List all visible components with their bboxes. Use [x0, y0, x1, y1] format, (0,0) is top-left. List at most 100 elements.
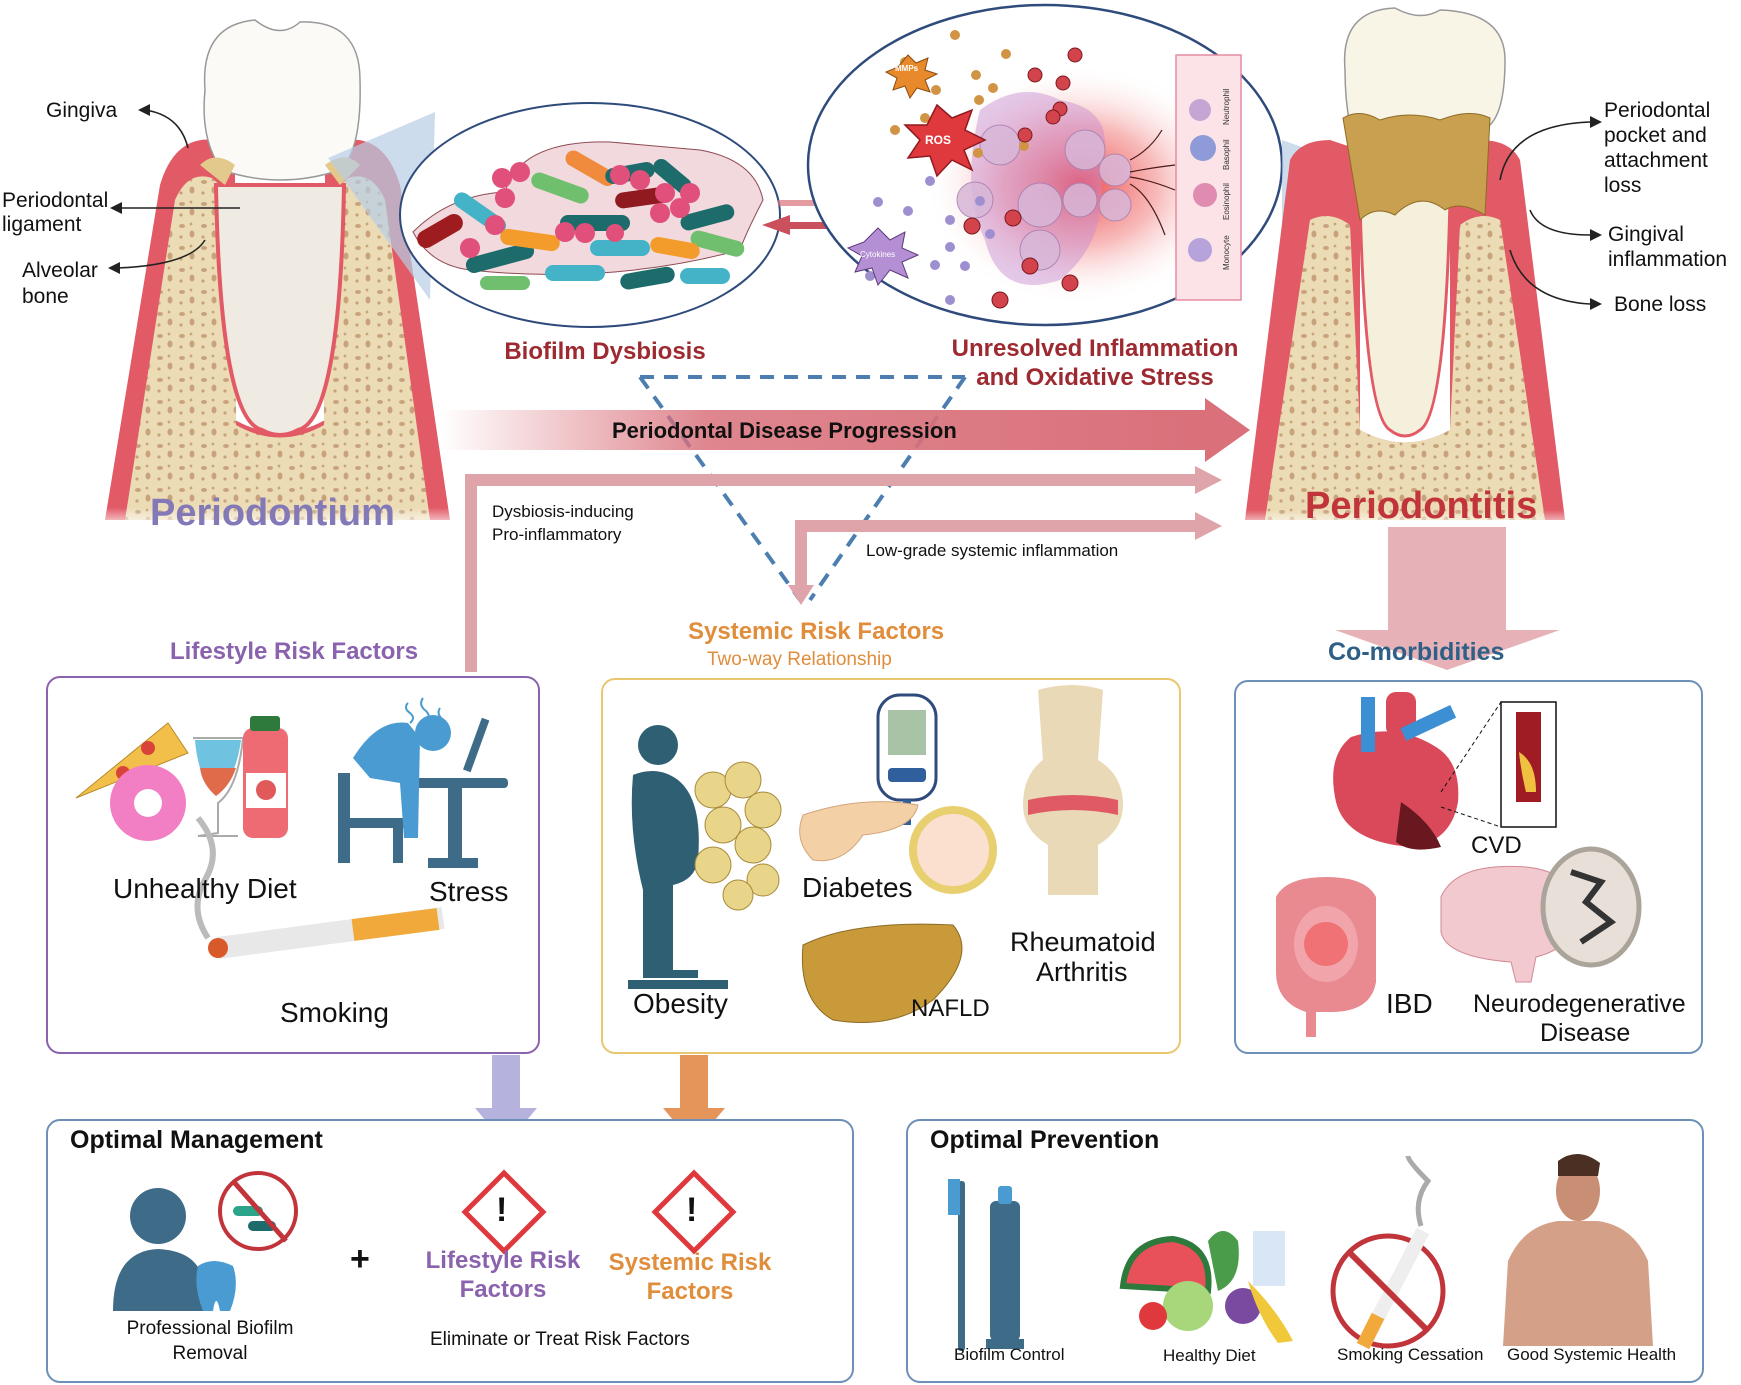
management-icons — [113, 1169, 737, 1311]
obesity-person-icon — [628, 725, 728, 989]
prevention-item-diet: Healthy Diet — [1163, 1346, 1256, 1365]
junk-food-icon — [75, 716, 288, 841]
prevention-icons — [948, 1153, 1653, 1351]
prevention-title: Optimal Prevention — [930, 1126, 1160, 1154]
professional-icon — [113, 1188, 203, 1311]
diseased-tooth-illustration — [1240, 7, 1580, 530]
adipose-tissue-icon — [694, 761, 782, 911]
cigarette-icon — [194, 816, 445, 959]
healthy-tooth-illustration — [100, 19, 460, 530]
heart-icon — [1333, 692, 1459, 850]
management-title: Optimal Management — [70, 1126, 323, 1154]
systemic-box — [601, 678, 1181, 1054]
lifestyle-title: Lifestyle Risk Factors — [170, 638, 419, 665]
lifestyle-item-stress: Stress — [429, 876, 509, 907]
label-bone-loss: Bone loss — [1614, 293, 1707, 316]
professional-removal-1: Professional Biofilm — [126, 1318, 294, 1339]
healthy-person-icon — [1503, 1153, 1653, 1346]
label-alveolar-bone-1: Alveolar — [22, 259, 98, 282]
comorbidity-arrow — [1335, 527, 1560, 670]
islet-icon — [909, 806, 997, 894]
progression-label: Periodontal Disease Progression — [612, 418, 957, 443]
management-systemic-2: Factors — [646, 1278, 734, 1305]
healthy-food-icon — [1119, 1231, 1293, 1343]
systemic-subtitle: Two-way Relationship — [707, 649, 892, 670]
cytokines-starburst — [846, 227, 920, 287]
prevention-box — [906, 1119, 1704, 1383]
label-gingival-2: inflammation — [1608, 248, 1728, 271]
mmps-label: MMPs — [895, 64, 919, 73]
knee-joint-icon — [1023, 685, 1123, 895]
lifestyle-icons — [75, 697, 508, 959]
toothbrush-icon — [948, 1179, 965, 1351]
pancreas-icon — [799, 801, 919, 862]
professional-removal-2: Removal — [172, 1343, 248, 1364]
systemic-item-diabetes: Diabetes — [802, 872, 913, 903]
systemic-title: Systemic Risk Factors — [688, 618, 945, 645]
warning-systemic-icon — [651, 1169, 737, 1255]
liver-icon — [801, 923, 963, 1023]
cell-label-neutrophil: Neutrophil — [1222, 88, 1231, 125]
cell-label-basophil: Basophil — [1222, 139, 1231, 170]
tooth-icon — [196, 1261, 236, 1311]
periodontitis-title: Periodontitis — [1305, 485, 1538, 527]
lifestyle-item-smoking: Smoking — [280, 997, 389, 1028]
prevention-item-systemic-health: Good Systemic Health — [1507, 1345, 1677, 1364]
stress-person-icon — [338, 715, 508, 868]
lifestyle-effect-arrow — [465, 466, 1222, 672]
systemic-item-ra-1: Rheumatoid — [1010, 927, 1156, 957]
management-systemic-1: Systemic Risk — [608, 1249, 772, 1276]
label-periodontal-ligament-1: Periodontal — [2, 189, 109, 212]
two-way-dashed-triangle — [638, 375, 967, 602]
label-pocket-1: Periodontal — [1604, 99, 1711, 122]
comorbidities-box — [1234, 680, 1703, 1054]
cell-label-monocyte: Monocyte — [1222, 235, 1231, 270]
comorbidity-item-neuro-2: Disease — [1540, 1019, 1631, 1047]
inflammation-title-1: Unresolved Inflammation — [951, 335, 1239, 362]
comorbidity-item-neuro-1: Neurodegenerative — [1473, 990, 1686, 1018]
label-pocket-4: loss — [1604, 174, 1642, 197]
ros-starburst — [903, 103, 987, 178]
biofilm-bacteria — [412, 141, 764, 290]
label-pocket-2: pocket and — [1604, 124, 1707, 147]
label-gingiva: Gingiva — [46, 99, 118, 122]
glucometer-icon — [876, 693, 938, 825]
comorbidity-item-ibd: IBD — [1386, 988, 1433, 1019]
lifestyle-effect-label-2: Pro-inflammatory — [492, 525, 622, 544]
management-caption: Eliminate or Treat Risk Factors — [430, 1329, 690, 1350]
lifestyle-item-unhealthy-diet: Unhealthy Diet — [113, 873, 297, 904]
no-smoking-icon — [1330, 1155, 1446, 1350]
prevention-item-smoking: Smoking Cessation — [1337, 1345, 1484, 1364]
management-lifestyle-1: Lifestyle Risk — [425, 1247, 581, 1274]
prevention-item-biofilm: Biofilm Control — [954, 1345, 1065, 1364]
management-box: ! ! — [46, 1119, 854, 1383]
biofilm-dysbiosis-title: Biofilm Dysbiosis — [504, 338, 706, 365]
warning-glyph-lifestyle: ! — [496, 1191, 508, 1229]
brain-icon — [1440, 846, 1642, 983]
systemic-icons — [628, 685, 1123, 1023]
zoom-wedge-left — [328, 112, 435, 300]
toothpaste-icon — [986, 1186, 1024, 1349]
lifestyle-box — [46, 676, 540, 1054]
management-lifestyle-2: Factors — [459, 1276, 547, 1303]
warning-glyph-systemic: ! — [686, 1191, 698, 1229]
plus-sign: + — [350, 1240, 370, 1278]
systemic-item-nafld: NAFLD — [911, 995, 990, 1022]
systemic-effect-label: Low-grade systemic inflammation — [866, 541, 1119, 560]
label-pocket-3: attachment — [1604, 149, 1708, 172]
label-periodontal-ligament-2: ligament — [2, 213, 82, 236]
no-biofilm-icon — [218, 1171, 298, 1251]
systemic-item-obesity: Obesity — [633, 988, 728, 1019]
label-alveolar-bone-2: bone — [22, 285, 69, 308]
progression-arrow — [440, 398, 1250, 462]
inflammation-scene — [846, 30, 1242, 309]
inflammation-title-2: and Oxidative Stress — [976, 364, 1214, 391]
systemic-effect-arrow — [788, 512, 1222, 605]
cytokines-label: Cytokines — [860, 250, 896, 259]
mmps-starburst — [884, 54, 939, 100]
cell-label-eosinophil: Eosinophil — [1222, 183, 1231, 220]
comorbidity-icons — [1276, 692, 1642, 1037]
ros-label: ROS — [925, 133, 952, 147]
systemic-item-ra-2: Arthritis — [1036, 957, 1128, 987]
